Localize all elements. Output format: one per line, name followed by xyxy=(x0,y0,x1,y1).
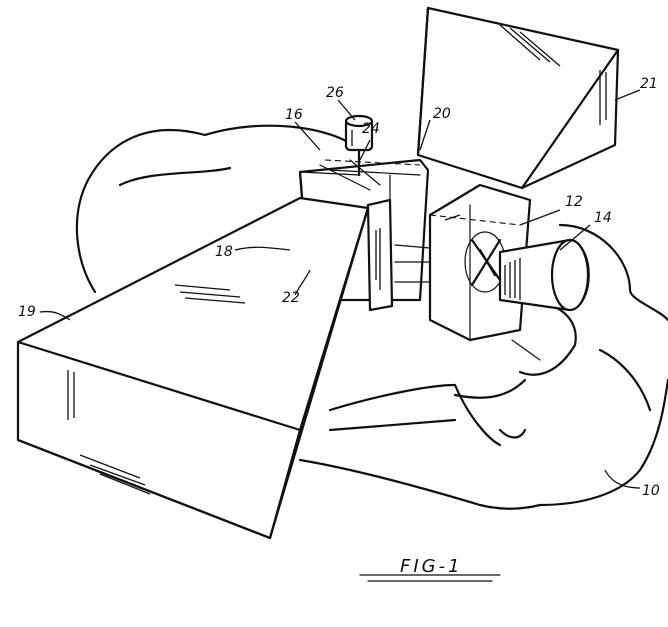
label-12: 12 xyxy=(565,194,583,210)
horn-front xyxy=(16,196,370,540)
label-24: 24 xyxy=(362,121,380,137)
label-21: 21 xyxy=(640,76,658,92)
label-22: 22 xyxy=(282,290,300,306)
label-18: 18 xyxy=(215,244,233,260)
label-14: 14 xyxy=(594,210,612,226)
label-20: 20 xyxy=(433,106,451,122)
window xyxy=(299,159,381,191)
figure-caption: FIG-1 xyxy=(359,556,501,582)
label-16: 16 xyxy=(285,107,303,123)
label-19: 19 xyxy=(18,304,36,320)
caption-text: FIG-1 xyxy=(400,556,463,577)
motor xyxy=(498,238,590,312)
airflow-arrows xyxy=(394,244,541,361)
label-10: 10 xyxy=(642,483,660,499)
plate xyxy=(366,198,394,312)
horn-top xyxy=(416,6,620,190)
actuator xyxy=(344,114,374,177)
leader-lines xyxy=(39,89,641,489)
label-26: 26 xyxy=(326,85,344,101)
